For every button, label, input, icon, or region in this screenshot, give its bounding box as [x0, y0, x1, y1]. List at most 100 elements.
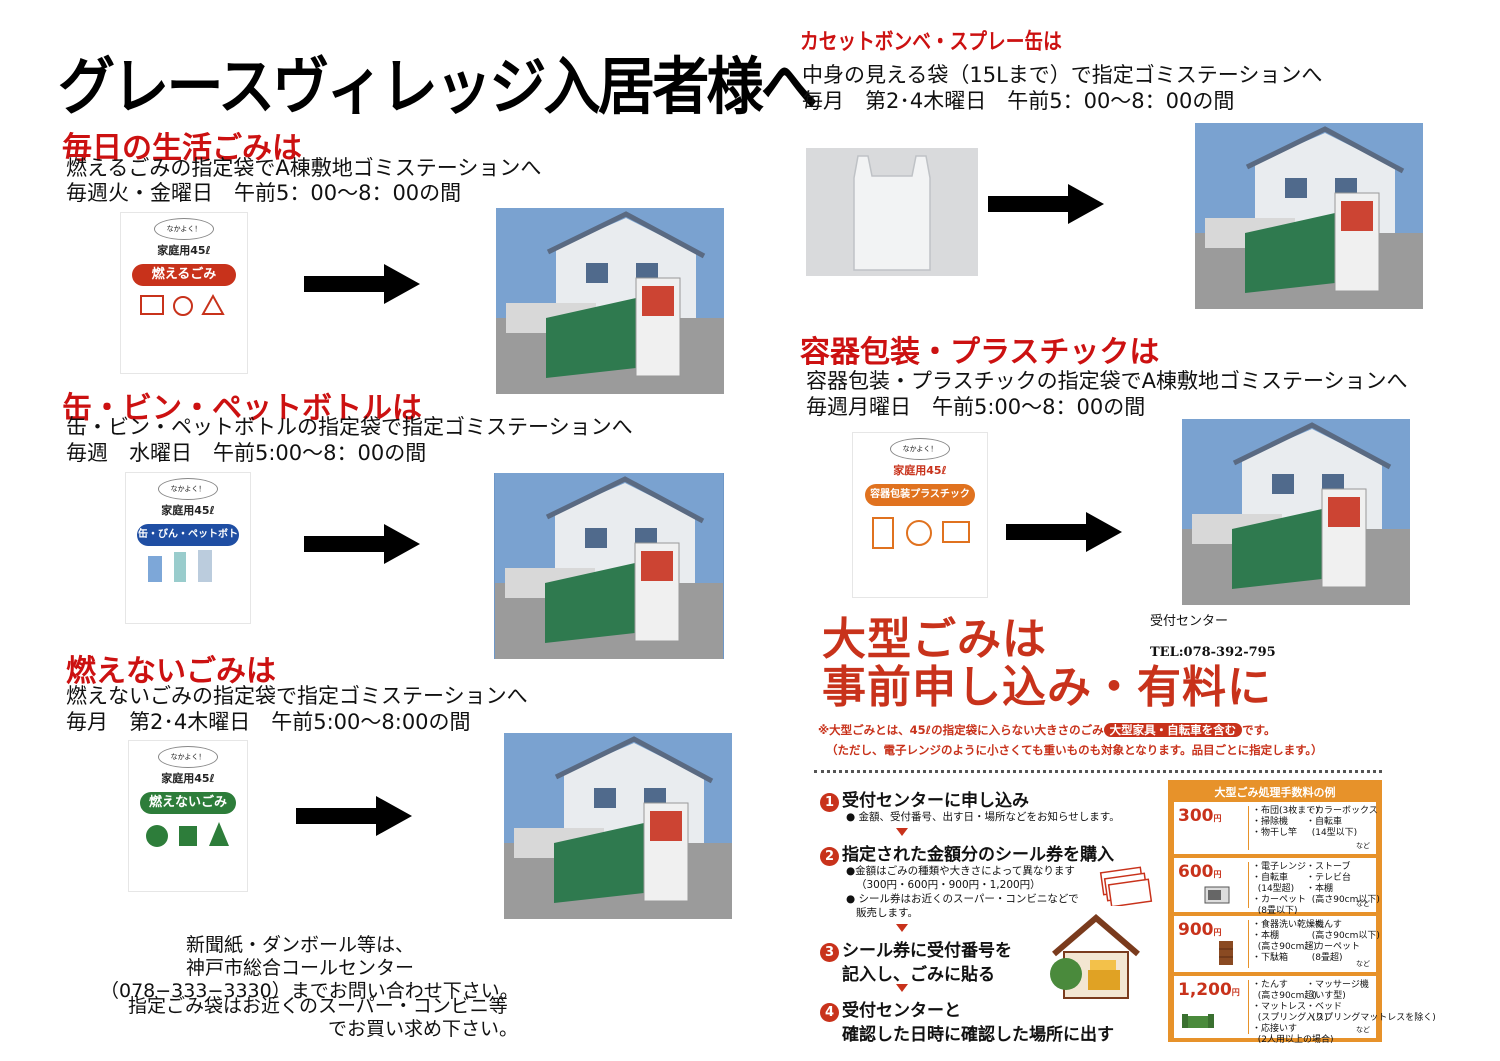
step2-text1: ●金額はごみの種類や大きさによって異なります: [846, 865, 1075, 877]
bag-purchase-line2: でお買い求め下さい。: [328, 1018, 519, 1040]
page-title: グレースヴィレッジ入居者様へ: [58, 50, 818, 123]
step4-title-text: 受付センターと: [842, 1001, 961, 1021]
bag-label: 容器包装プラスチック: [865, 484, 975, 506]
bag-brand: 家庭用45ℓ: [893, 464, 947, 477]
nonburn-line1: 燃えないごみの指定袋で指定ゴミステーションへ: [66, 684, 528, 708]
cans-heading: 缶・ビン・ペットボトルは: [62, 391, 422, 426]
daily-line1: 燃えるごみの指定袋でA棟敷地ゴミステーションへ: [66, 156, 542, 180]
fee-items-col1: ・食器洗い乾燥機 ・本棚 (高さ90cm超) ・下駄箱: [1252, 920, 1325, 963]
garbage-station-photo: [1182, 419, 1410, 605]
sticker-tickets-icon: [1099, 866, 1153, 906]
fee-price-value: 600: [1178, 862, 1214, 882]
step2-text3: ● シール券はお近くのスーパー・コンビニなどで: [846, 893, 1079, 905]
bag-brand: 家庭用45ℓ: [157, 244, 211, 257]
fee-unit: 円: [1231, 988, 1240, 997]
bag-items-illustration: [140, 293, 225, 316]
step2-text4: 販売します。: [856, 907, 918, 919]
step4-title2: 確認した日時に確認した場所に出す: [842, 1025, 1114, 1045]
burnable-bag-image: なかよく！ 家庭用45ℓ 燃えるごみ: [120, 212, 248, 374]
station-photo-illustration: [1182, 419, 1410, 605]
cans-line2: 毎週 水曜日 午前5:00～8：00の間: [66, 441, 427, 465]
large-note1: ※大型ごみとは、45ℓの指定袋に入らない大きさのごみ大型家具・自転車を含むです。: [818, 722, 1275, 738]
bag-bubble: なかよく！: [890, 438, 950, 460]
plastic-heading: 容器包装・プラスチックは: [800, 335, 1160, 370]
station-photo-illustration: [504, 733, 732, 919]
fee-table-header: 大型ごみ処理手数料の例: [1214, 786, 1336, 799]
station-photo-illustration: [495, 473, 723, 659]
bag-items-illustration: [148, 550, 212, 582]
spray-heading: カセットボンベ・スプレー缶は: [800, 30, 1062, 55]
plastic-bag-image: なかよく！ 家庭用45ℓ 容器包装プラスチック: [852, 432, 988, 598]
large-note1-pill: 大型家具・自転車を含む: [1103, 723, 1243, 737]
station-photo-illustration: [1195, 123, 1423, 309]
large-note1-pre: ※大型ごみとは、45ℓの指定袋に入らない大きさのごみ: [818, 723, 1104, 737]
step-arrow-down-icon: [896, 984, 908, 992]
fee-price: 600円: [1178, 862, 1222, 882]
large-note1-post: です。: [1242, 723, 1276, 737]
fee-unit: 円: [1213, 928, 1222, 937]
fee-items-col1: ・たんす (高さ90cm超) ・マットレス (スプリング入り) ・応接いす (2…: [1252, 980, 1334, 1045]
fee-items-col2: ・たんす (高さ90cm以下) ・カーペット (8畳超): [1306, 920, 1380, 963]
daily-line2: 毎週火・金曜日 午前5：00～8：00の間: [66, 181, 462, 205]
step3-title-text: シール券に受付番号を: [842, 941, 1012, 961]
dotted-divider: [814, 770, 1382, 773]
garbage-station-photo: [504, 733, 732, 919]
newspaper-note-line2: 神戸市総合コールセンター: [185, 957, 414, 979]
fee-table: 大型ごみ処理手数料の例 300円 ・布団(3枚まで) ・掃除機 ・物干し竿 ・カ…: [1168, 780, 1436, 1045]
large-title-line2: 事前申し込み・有料に: [822, 662, 1272, 713]
fee-price: 300円: [1178, 806, 1222, 826]
spray-line2: 毎月 第2･4木曜日 午前5：00～8：00の間: [802, 89, 1235, 113]
step-arrow-down-icon: [896, 924, 908, 932]
step1-text: ● 金額、受付番号、出す日・場所などをお知らせします。: [846, 811, 1120, 823]
fee-row: 300円 ・布団(3枚まで) ・掃除機 ・物干し竿 ・カラーボックス ・自転車 …: [1174, 802, 1378, 854]
garbage-station-photo: [496, 208, 724, 394]
step-arrow-down-icon: [896, 828, 908, 836]
garbage-station-photo: [1195, 123, 1423, 309]
step3-title2: 記入し、ごみに貼る: [842, 965, 995, 985]
arrow-right-icon: [304, 264, 420, 304]
fee-price-value: 300: [1178, 806, 1214, 826]
arrow-right-icon: [988, 184, 1104, 224]
house-illustration: [1050, 914, 1140, 999]
reception-tel: TEL:078-392-795: [1150, 645, 1276, 660]
fee-nado: など: [1356, 900, 1370, 908]
bag-purchase-line1: 指定ごみ袋はお近くのスーパー・コンビニ等: [128, 995, 508, 1017]
fee-unit: 円: [1213, 870, 1222, 879]
fee-items-col2: ・ストーブ ・テレビ台 ・本棚 (高さ90cm以下): [1306, 862, 1380, 905]
fee-price: 1,200円: [1178, 980, 1240, 1000]
daily-heading: 毎日の生活ごみは: [62, 131, 302, 166]
step3-number: 3: [820, 943, 839, 962]
large-note2: （ただし、電子レンジのように小さくても重いものも対象となります。品目ごとに指定し…: [826, 743, 1323, 757]
reception-label: 受付センター: [1150, 614, 1229, 629]
cans-bag-image: なかよく！ 家庭用45ℓ 缶・びん・ペットボトル: [125, 472, 251, 624]
bag-bubble: なかよく！: [158, 478, 218, 500]
bag-brand: 家庭用45ℓ: [161, 504, 215, 517]
fee-row: 900円 ・食器洗い乾燥機 ・本棚 (高さ90cm超) ・下駄箱 ・たんす (高…: [1174, 916, 1380, 972]
newspaper-note: 新聞紙・ダンボール等は、 神戸市総合コールセンター （078−333−3330）…: [100, 934, 519, 1003]
fee-items-col1: ・電子レンジ ・自転車 (14型超) ・カーペット (8畳以下): [1252, 862, 1307, 916]
fee-price: 900円: [1178, 920, 1222, 940]
bag-bubble: なかよく！: [158, 746, 218, 768]
bag-bubble: なかよく！: [154, 218, 214, 240]
plastic-line2: 毎週月曜日 午前5:00～8：00の間: [806, 395, 1146, 419]
plastic-line1: 容器包装・プラスチックの指定袋でA棟敷地ゴミステーションへ: [806, 369, 1408, 393]
fee-price-value: 900: [1178, 920, 1214, 940]
fee-nado: など: [1356, 1026, 1370, 1034]
nonburn-line2: 毎月 第2･4木曜日 午前5:00～8:00の間: [66, 710, 471, 734]
step2-title-text: 指定された金額分のシール券を購入: [842, 845, 1114, 865]
fee-nado: など: [1356, 960, 1370, 968]
fee-nado: など: [1356, 842, 1370, 850]
step2-number: 2: [820, 847, 839, 866]
garbage-station-photo: [494, 473, 724, 659]
nonburn-heading: 燃えないごみは: [66, 654, 276, 689]
large-title-line1: 大型ごみは: [822, 614, 1047, 665]
fee-items-col2: ・カラーボックス ・自転車 (14型以下): [1306, 806, 1378, 838]
step1-number: 1: [820, 793, 839, 812]
microwave-icon: [1204, 886, 1230, 904]
bag-items-illustration: [146, 822, 229, 847]
fee-unit: 円: [1213, 814, 1222, 823]
fee-price-value: 1,200: [1178, 980, 1232, 1000]
